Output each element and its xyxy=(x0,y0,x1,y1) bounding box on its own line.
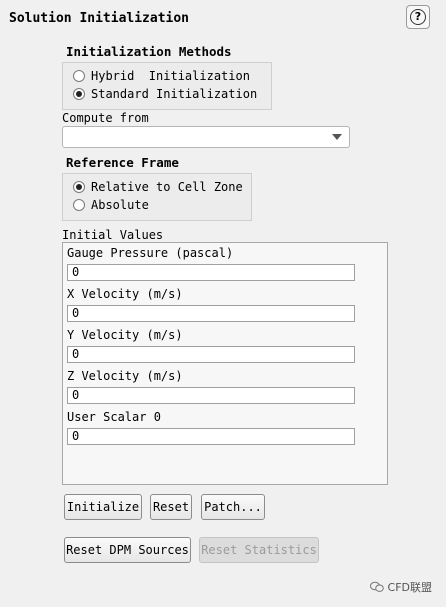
radio-absolute[interactable]: Absolute xyxy=(73,196,149,214)
patch-button[interactable]: Patch... xyxy=(201,494,265,520)
field-label: X Velocity (m/s) xyxy=(67,287,183,301)
help-button[interactable]: ? xyxy=(406,5,430,29)
radio-button-icon xyxy=(73,199,85,211)
y-velocity-input[interactable]: 0 xyxy=(67,346,355,363)
help-icon: ? xyxy=(410,9,426,25)
radio-button-icon xyxy=(73,70,85,82)
radio-label: Standard Initialization xyxy=(91,87,258,101)
reference-frame-title: Reference Frame xyxy=(66,155,179,170)
radio-label: Absolute xyxy=(91,198,149,212)
chevron-down-icon xyxy=(332,134,342,140)
radio-standard-initialization[interactable]: Standard Initialization xyxy=(73,85,257,103)
reset-button[interactable]: Reset xyxy=(150,494,192,520)
watermark-text: CFD联盟 xyxy=(387,581,432,594)
radio-label: Relative to Cell Zone xyxy=(91,180,243,194)
reset-statistics-button: Reset Statistics xyxy=(199,537,319,563)
reset-dpm-sources-button[interactable]: Reset DPM Sources xyxy=(64,537,191,563)
field-label: Gauge Pressure (pascal) xyxy=(67,246,234,260)
chat-bubble-icon xyxy=(369,581,384,592)
z-velocity-input[interactable]: 0 xyxy=(67,387,355,404)
init-methods-title: Initialization Methods xyxy=(66,44,232,59)
gauge-pressure-input[interactable]: 0 xyxy=(67,264,355,281)
radio-label: Hybrid Initialization xyxy=(91,69,250,83)
field-label: Y Velocity (m/s) xyxy=(67,328,183,342)
radio-hybrid-initialization[interactable]: Hybrid Initialization xyxy=(73,67,250,85)
compute-from-dropdown[interactable] xyxy=(62,126,350,148)
panel-title: Solution Initialization xyxy=(9,11,190,26)
initial-values-panel: Gauge Pressure (pascal) 0 X Velocity (m/… xyxy=(62,242,388,485)
init-methods-group: Hybrid Initialization Standard Initializ… xyxy=(62,62,272,110)
x-velocity-input[interactable]: 0 xyxy=(67,305,355,322)
radio-button-icon xyxy=(73,181,85,193)
reference-frame-group: Relative to Cell Zone Absolute xyxy=(62,173,252,221)
radio-relative-to-cell-zone[interactable]: Relative to Cell Zone xyxy=(73,178,243,196)
user-scalar-0-input[interactable]: 0 xyxy=(67,428,355,445)
field-label: User Scalar 0 xyxy=(67,410,161,424)
initial-values-title: Initial Values xyxy=(62,228,164,242)
compute-from-label: Compute from xyxy=(62,111,149,125)
field-label: Z Velocity (m/s) xyxy=(67,369,183,383)
initialize-button[interactable]: Initialize xyxy=(64,494,142,520)
watermark: CFD联盟 xyxy=(369,579,432,595)
radio-button-icon xyxy=(73,88,85,100)
